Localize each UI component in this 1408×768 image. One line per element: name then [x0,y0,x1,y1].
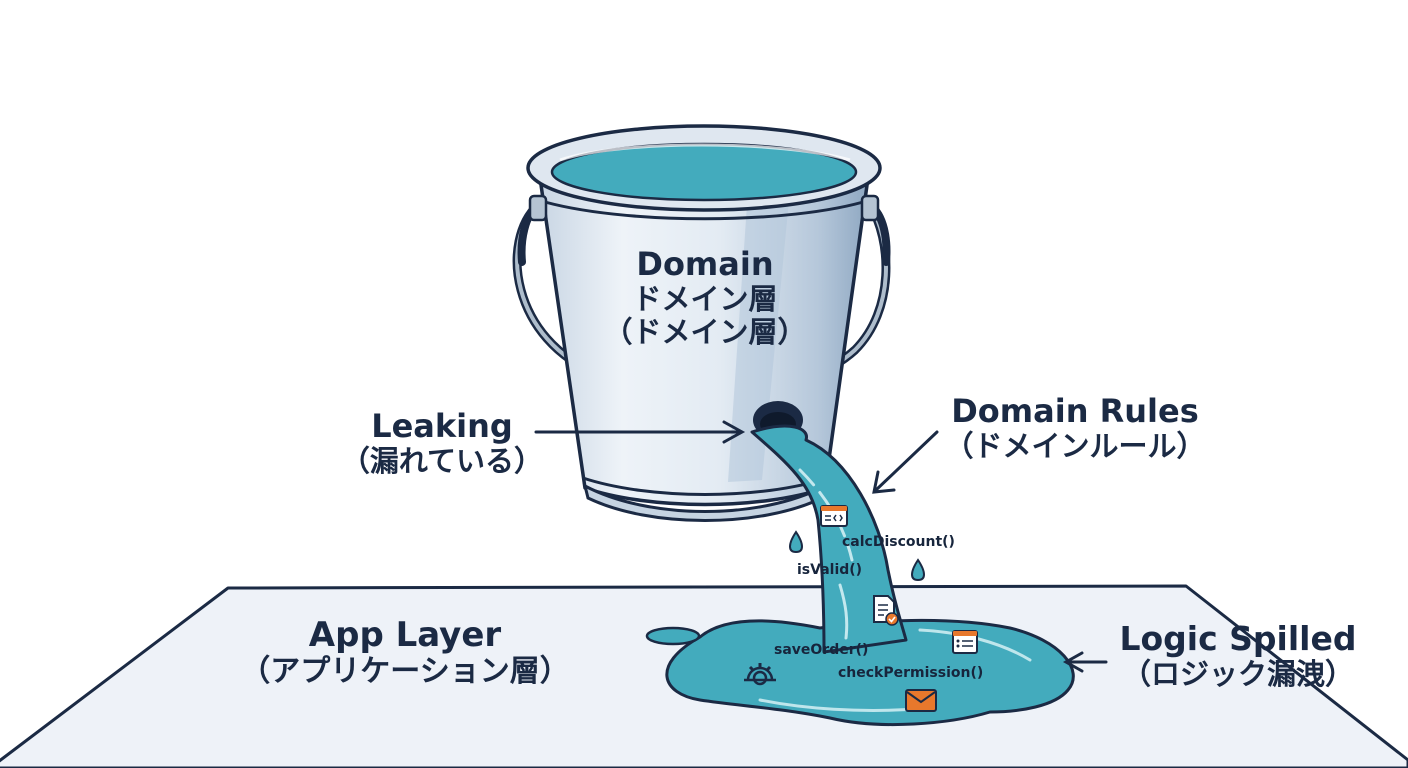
water-droplet [789,530,803,554]
document-check-icon [873,595,899,626]
code-is-valid: isValid() [797,562,863,578]
puddle-highlight [918,628,1032,662]
app-layer-title: App Layer [308,615,502,655]
leaking-stream [750,424,908,654]
envelope-icon [905,689,937,712]
logic-spilled-arrow [1062,651,1108,673]
code-calc-discount: calcDiscount() [842,534,955,550]
domain-rules-title: Domain Rules [951,392,1199,430]
domain-layer-title: Domain [636,245,774,283]
app-layer-label: App Layer （アプリケーション層） [180,615,630,690]
logic-spilled-label: Logic Spilled （ロジック漏洩） [1098,620,1378,691]
domain-layer-subtitle-paren: （ドメイン層） [603,315,807,350]
leaking-subtitle: （漏れている） [340,443,544,478]
leaking-arrow [534,420,746,444]
app-layer-subtitle: （アプリケーション層） [240,654,570,690]
handle-clip-right [860,194,880,222]
logic-spilled-title: Logic Spilled [1119,619,1357,658]
domain-rules-label: Domain Rules （ドメインルール） [920,393,1230,463]
code-save-order: saveOrder() [774,642,869,658]
domain-rules-arrow [872,430,939,494]
handle-clip-left [528,194,548,222]
water-droplet [911,558,925,582]
code-window-icon [820,505,848,527]
list-document-icon [952,630,978,654]
gear-icon [744,663,776,686]
domain-layer-label: Domain ドメイン層 （ドメイン層） [590,246,820,349]
domain-layer-subtitle: ドメイン層 [632,281,778,316]
code-check-permission: checkPermission() [838,665,984,681]
logic-spilled-subtitle: （ロジック漏洩） [1121,656,1354,691]
leaking-title: Leaking [371,407,513,445]
puddle-droplet [645,626,701,646]
domain-rules-subtitle: （ドメインルール） [944,428,1206,463]
leaking-label: Leaking （漏れている） [322,408,562,478]
